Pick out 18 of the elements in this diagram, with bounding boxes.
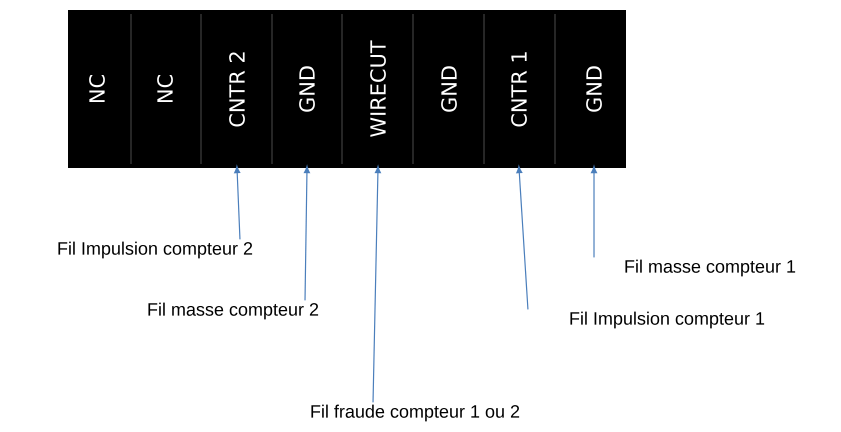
terminal-label: NC: [89, 75, 105, 102]
terminal-label: GND: [441, 66, 457, 112]
wire-label: Fil masse compteur 1: [625, 260, 796, 276]
arrow: [590, 166, 598, 258]
terminal-label: CNTR 1: [511, 52, 527, 127]
terminal-label: CNTR 2: [229, 52, 245, 127]
wire-label: Fil Impulsion compteur 1: [570, 312, 764, 328]
wire-label: Fil Impulsion compteur 2: [58, 242, 252, 258]
arrow: [304, 166, 310, 300]
wire-label: Fil fraude compteur 1 ou 2: [311, 404, 520, 422]
arrow: [372, 166, 381, 402]
arrow: [516, 166, 529, 310]
terminal-label: GND: [299, 66, 315, 112]
arrow: [234, 166, 241, 240]
terminal-label: WIRECUT: [370, 40, 386, 137]
terminal-label: GND: [586, 66, 602, 112]
wire-label: Fil masse compteur 2: [148, 302, 318, 320]
terminal-label: NC: [157, 75, 173, 102]
